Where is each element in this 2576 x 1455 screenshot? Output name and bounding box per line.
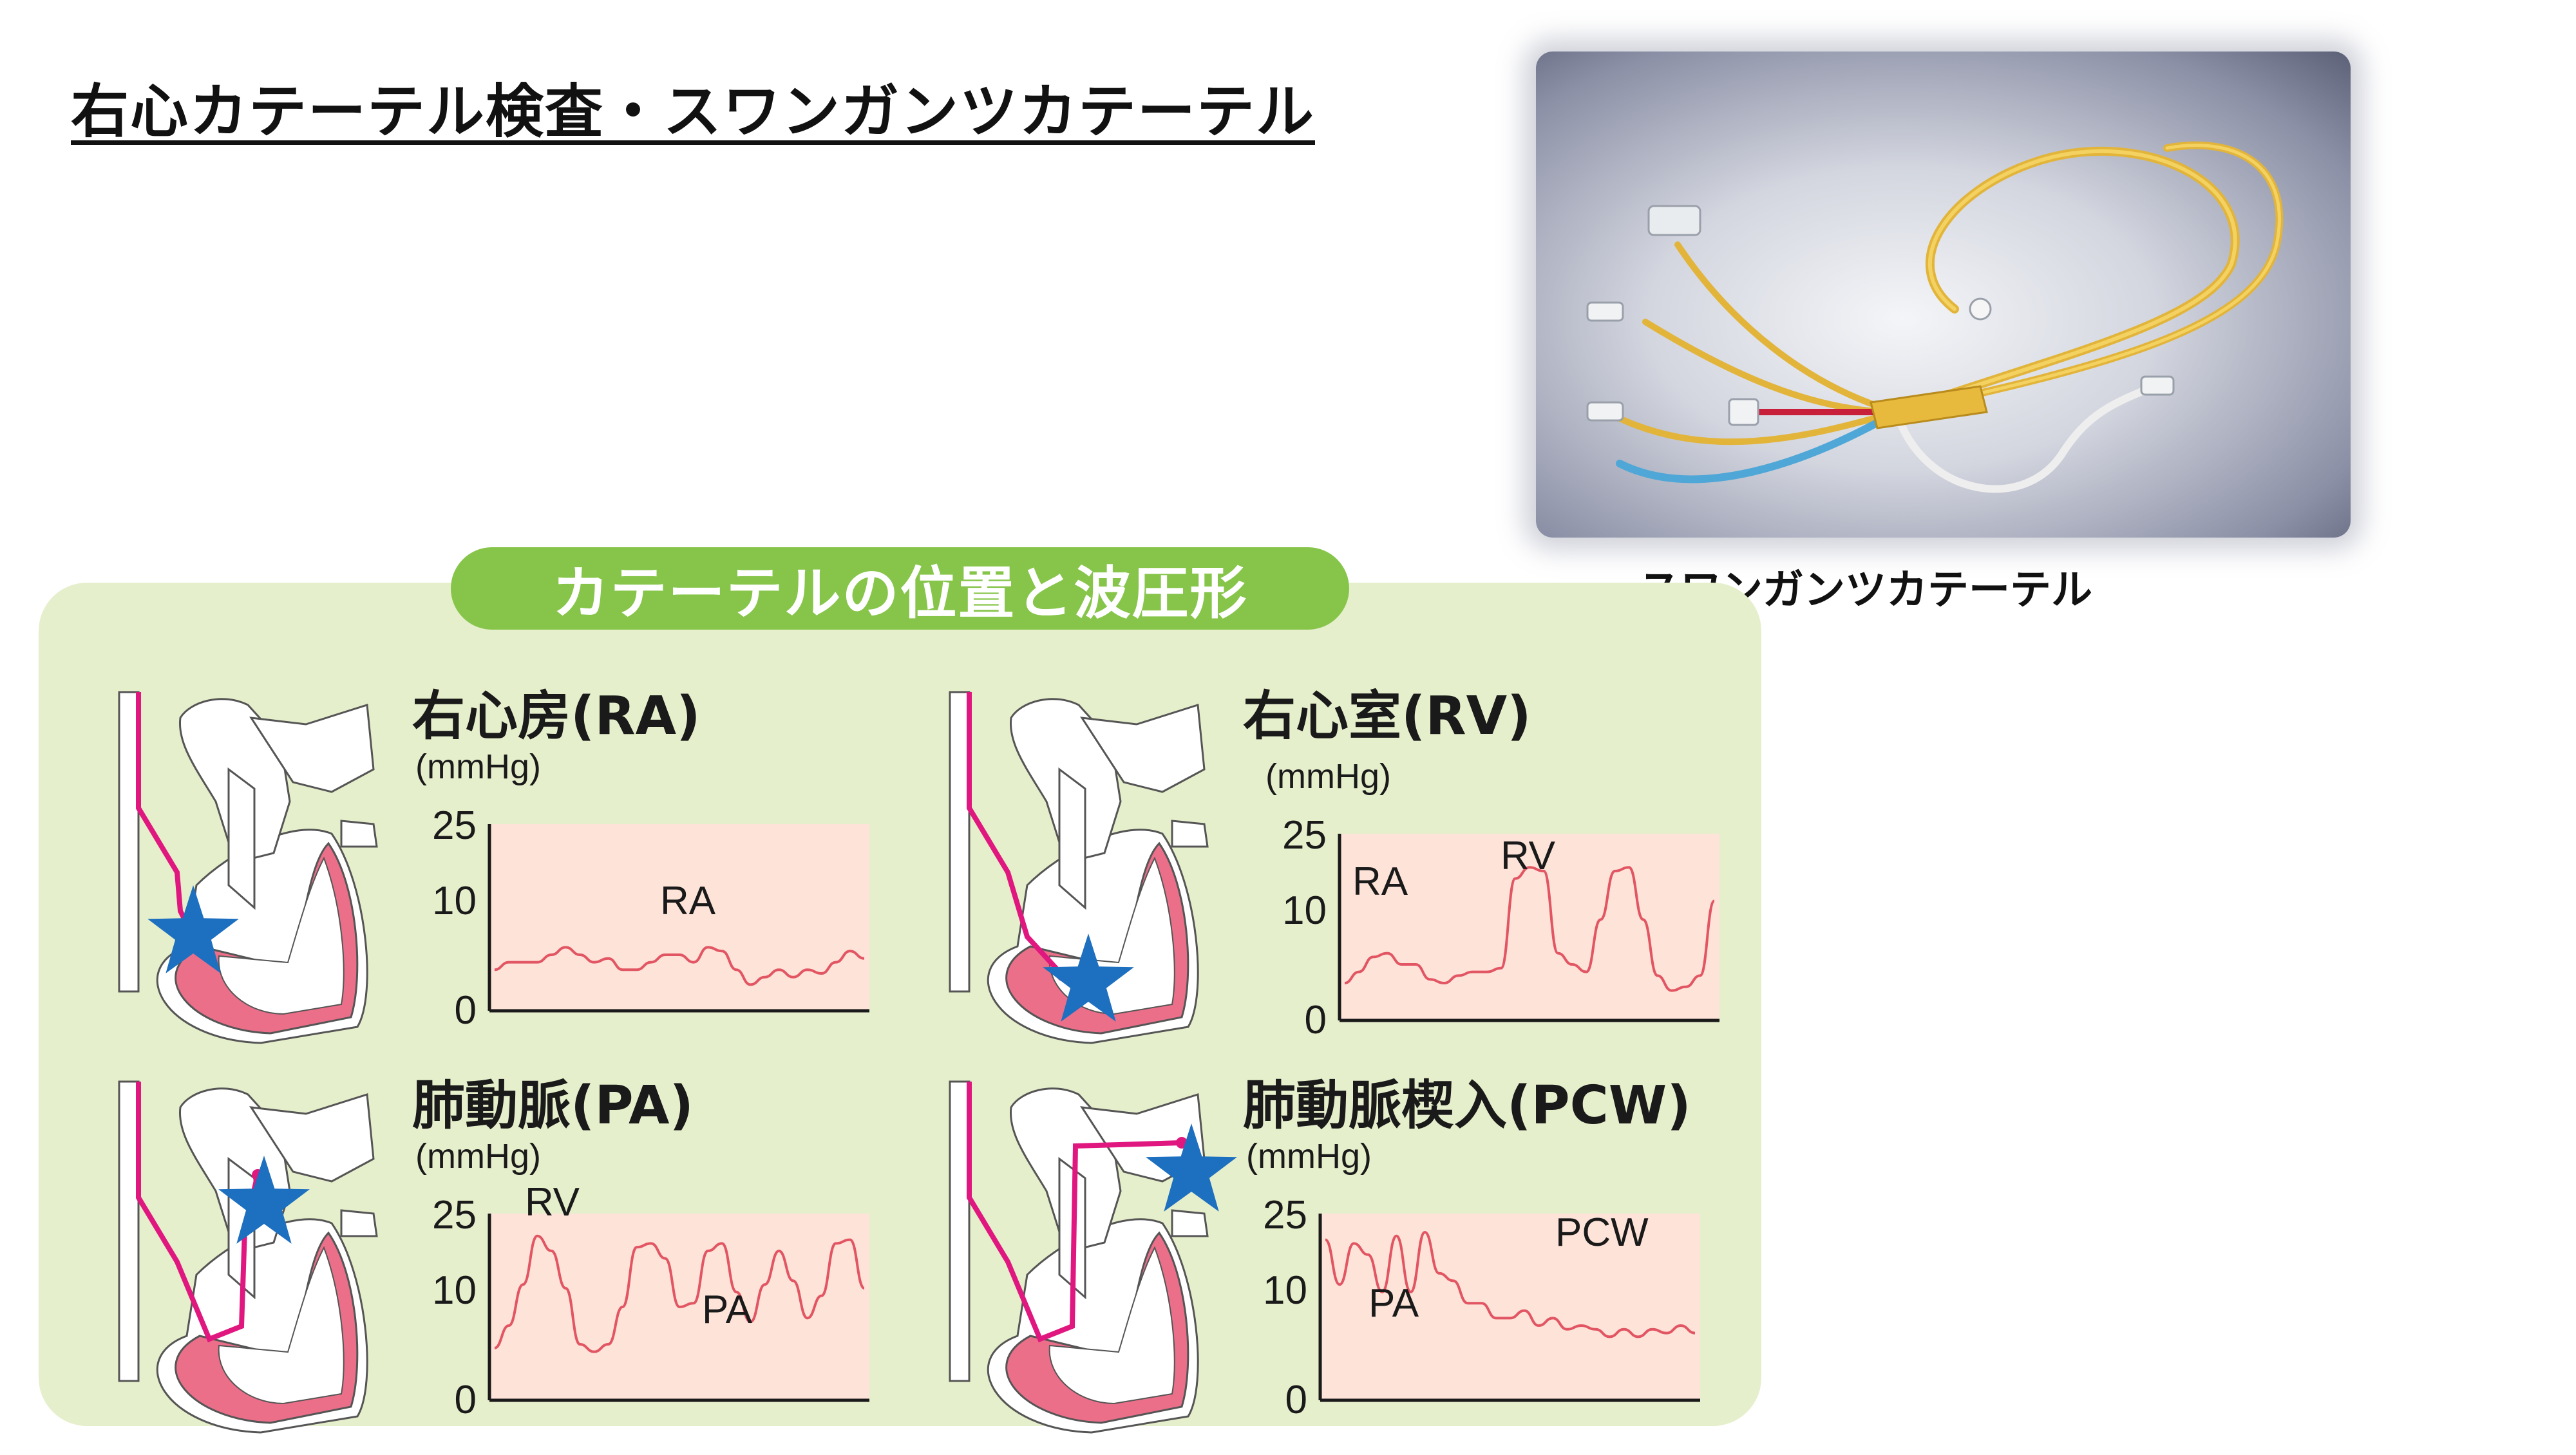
y-tick-label: 10 <box>1263 1268 1307 1313</box>
y-tick-label: 10 <box>1282 888 1327 933</box>
y-tick-label: 25 <box>1282 813 1327 858</box>
wave-annotation: PA <box>702 1288 753 1332</box>
star-marker <box>1043 934 1134 1022</box>
y-tick-label: 0 <box>1305 998 1327 1042</box>
unit-label: (mmHg) <box>415 1137 541 1176</box>
catheter-photo <box>1536 52 2351 538</box>
y-tick-label: 0 <box>455 1378 477 1422</box>
waveform-chart-pa: 25 10 0 RV PA <box>432 1180 869 1422</box>
star-marker <box>147 885 239 973</box>
waveform-chart-rv: 25 10 0 RA RV <box>1282 813 1719 1042</box>
unit-label: (mmHg) <box>415 747 541 786</box>
heart-diagram-pcw <box>949 1080 1237 1434</box>
section-ra: 右心房(RA) (mmHg) 25 10 0 RA <box>118 686 950 1065</box>
section-title: 右心室(RV) <box>1243 686 1531 747</box>
section-title: 右心房(RA) <box>412 686 701 747</box>
pressure-wave-line <box>494 1234 866 1353</box>
pressure-trace <box>1344 866 1716 992</box>
section-pcw: 肺動脈楔入(PCW) (mmHg) 25 10 0 PA PCW <box>949 1075 1781 1455</box>
section-rv: 右心室(RV) (mmHg) 25 10 0 RA RV <box>949 686 1781 1065</box>
waveform-chart-pcw: 25 10 0 PA PCW <box>1263 1193 1700 1422</box>
unit-label: (mmHg) <box>1265 757 1391 796</box>
slide-title: 右心カテーテル検査・スワンガンツカテーテル <box>71 78 1315 146</box>
heart-diagram-pa <box>118 1080 378 1434</box>
pressure-wave-line <box>1324 1230 1696 1338</box>
section-title: 肺動脈楔入(PCW) <box>1243 1075 1691 1136</box>
wave-annotation: RA <box>660 879 716 923</box>
panel-header-pill: カテーテルの位置と波圧形 <box>451 547 1349 630</box>
y-tick-label: 25 <box>1263 1193 1307 1237</box>
wave-annotation: RA <box>1352 859 1408 904</box>
y-tick-label: 25 <box>432 803 477 848</box>
pressure-trace <box>494 1234 866 1353</box>
wave-annotation: RV <box>525 1180 580 1225</box>
star-marker <box>218 1156 310 1244</box>
swan-ganz-catheter-image <box>1586 141 2284 493</box>
section-pa: 肺動脈(PA) (mmHg) 25 10 0 RV PA <box>118 1075 950 1455</box>
waveform-chart-ra: 25 10 0 RA <box>432 803 869 1033</box>
y-tick-label: 10 <box>432 1268 477 1313</box>
section-title: 肺動脈(PA) <box>412 1075 694 1136</box>
wave-annotation: PCW <box>1555 1210 1649 1255</box>
y-tick-label: 0 <box>455 988 477 1033</box>
pressure-wave-line <box>494 946 865 986</box>
y-tick-label: 0 <box>1285 1378 1307 1422</box>
y-tick-label: 10 <box>432 879 477 923</box>
star-marker <box>1146 1123 1237 1212</box>
wave-annotation: RV <box>1501 834 1556 878</box>
wave-annotation: PA <box>1368 1281 1419 1326</box>
unit-label: (mmHg) <box>1246 1137 1372 1176</box>
panel-header: カテーテルの位置と波圧形 <box>552 559 1248 626</box>
y-tick-label: 25 <box>432 1193 477 1237</box>
pressure-trace <box>1324 1230 1696 1338</box>
pressure-wave-line <box>1344 866 1716 992</box>
heart-diagram-rv <box>949 691 1209 1044</box>
pressure-trace <box>494 946 865 986</box>
heart-diagram-ra <box>118 691 378 1044</box>
